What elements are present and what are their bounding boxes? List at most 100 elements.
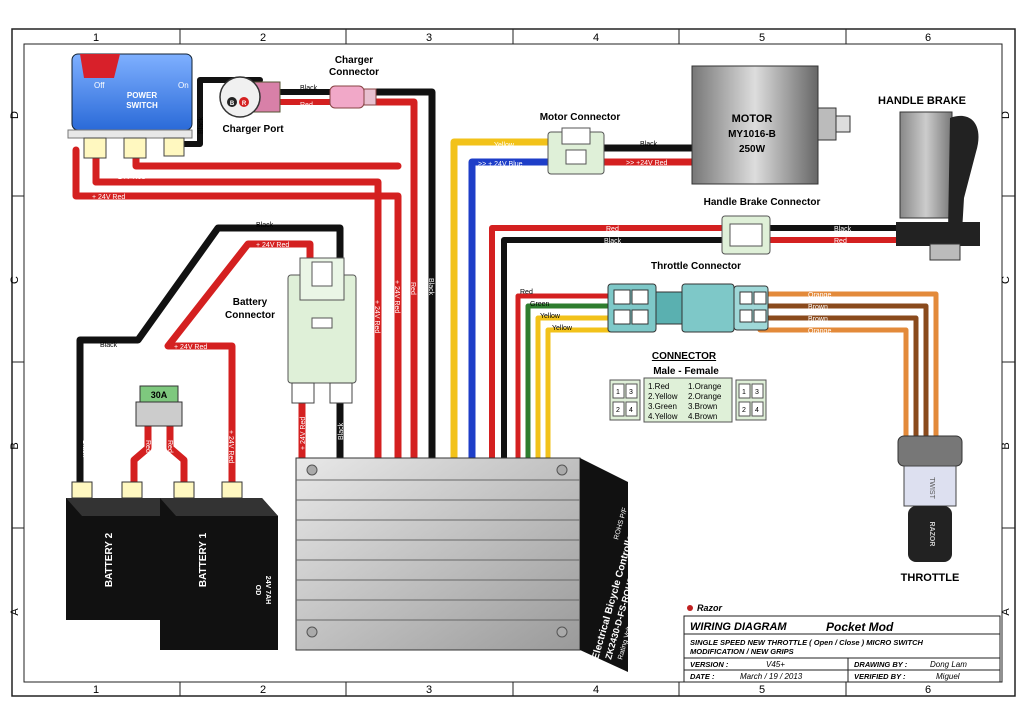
throttle: TWIST RAZOR THROTTLE	[897, 435, 963, 584]
throttle-yellow-label-1: Yellow	[540, 313, 561, 320]
battery-1-spec-1: OD	[254, 585, 261, 596]
charger-connector-label-line2: Connector	[329, 67, 379, 78]
razor-brand: Razor	[697, 603, 723, 613]
male-pin-num-3: 3	[629, 389, 633, 396]
battery-black-mid-label: Black	[100, 342, 118, 349]
grid-row-c-left: C	[9, 276, 21, 284]
verified-by-label: VERIFIED BY :	[854, 672, 906, 681]
throttle-connector-label: Throttle Connector	[651, 261, 741, 272]
drawing-by-label: DRAWING BY :	[854, 660, 908, 669]
wire-charger-red	[372, 98, 418, 462]
male-pin-num-2: 2	[616, 407, 620, 414]
grid-row-c-right: C	[1000, 276, 1012, 284]
charger-red-label: Red	[300, 102, 313, 109]
connector-key-title: CONNECTOR	[652, 351, 717, 362]
male-pin-2: 2.Yellow	[648, 392, 678, 401]
charger-black-vertical-label: Black	[427, 278, 434, 296]
throttle-orange-label-2: Orange	[808, 328, 831, 335]
grid-row-d-right: D	[1000, 111, 1012, 119]
switch-red-h-label-2: + 24V Red	[92, 194, 125, 201]
handle-brake-label: HANDLE BRAKE	[878, 95, 966, 107]
battery-red-mid-label: + 24V Red	[174, 344, 207, 351]
controller-red-in-label: + 24V Red	[300, 417, 307, 450]
controller-brake-black-label: Black	[604, 238, 622, 245]
throttle-yellow-label-2: Yellow	[552, 325, 573, 332]
female-pin-num-1: 1	[742, 389, 746, 396]
throttle-brand-label: RAZOR	[928, 522, 935, 547]
battery-1-label: BATTERY 1	[198, 532, 209, 587]
throttle-label: THROTTLE	[901, 572, 960, 584]
battery-connector-label-line1: Battery	[233, 297, 268, 308]
wire-brake-red	[489, 225, 725, 461]
fuse-red-label-1: Red	[144, 440, 151, 453]
grid-col-6-bottom: 6	[925, 684, 931, 696]
date-value: March / 19 / 2013	[740, 672, 803, 681]
motor-black-label: Black	[640, 141, 658, 148]
handle-brake-connector-label: Handle Brake Connector	[704, 197, 821, 208]
female-pin-1: 1.Orange	[688, 382, 722, 391]
battery1-red-label: + 24V Red	[227, 430, 234, 463]
title-block-desc-1: SINGLE SPEED NEW THROTTLE ( Open / Close…	[690, 638, 924, 647]
controller: Electrical Bicycle Controller ZK2430-D-F…	[295, 457, 643, 672]
male-pin-3: 3.Green	[648, 402, 677, 411]
grid-col-2-bottom: 2	[260, 684, 266, 696]
throttle-connector: Throttle Connector	[607, 261, 769, 333]
handle-brake-connector: Handle Brake Connector	[704, 197, 821, 255]
charger-connector-label-line1: Charger	[335, 55, 373, 66]
charger-red-vertical-label: Red	[409, 282, 416, 295]
brake-black-label: Black	[834, 226, 852, 233]
wire-switch-red-2	[72, 146, 402, 462]
charger-pin-r: R	[242, 101, 247, 107]
wire-battery-red	[164, 240, 314, 494]
grid-col-3-bottom: 3	[426, 684, 432, 696]
female-pin-2: 2.Orange	[688, 392, 722, 401]
female-pin-num-4: 4	[755, 407, 759, 414]
throttle-orange-label-1: Orange	[808, 292, 831, 299]
switch-label-line1: POWER	[127, 91, 157, 100]
switch-red-vertical-label-2: + 24V Red	[393, 280, 400, 313]
grid-row-a-right: A	[1000, 608, 1012, 616]
male-pin-4: 4.Yellow	[648, 412, 678, 421]
motor-connector: Motor Connector	[540, 112, 620, 175]
grid-row-d-left: D	[9, 111, 21, 119]
grid-col-6-top: 6	[925, 32, 931, 44]
date-label: DATE :	[690, 672, 715, 681]
throttle-brown-label-1: Brown	[808, 304, 828, 311]
grid-col-2-top: 2	[260, 32, 266, 44]
drawing-by-value: Dong Lam	[930, 660, 967, 669]
female-pin-4: 4.Brown	[688, 412, 717, 421]
power-switch: Off On POWER SWITCH	[67, 53, 193, 159]
switch-label-line2: SWITCH	[126, 101, 158, 110]
verified-by-value: Miguel	[936, 672, 960, 681]
male-pin-1: 1.Red	[648, 382, 669, 391]
grid-row-b-right: B	[1000, 442, 1012, 449]
grid-col-5-top: 5	[759, 32, 765, 44]
throttle-twist-label: TWIST	[928, 477, 935, 499]
battery-1-spec-2: 24V 7AH	[264, 576, 271, 604]
charger-black-label: Black	[300, 85, 318, 92]
battery-1: BATTERY 1 OD 24V 7AH	[160, 481, 278, 650]
wire-charger-black	[372, 88, 436, 462]
switch-red-vertical-label-1: + 24V Red	[373, 300, 380, 333]
grid-col-3-top: 3	[426, 32, 432, 44]
grid-row-b-left: B	[9, 442, 21, 449]
title-block-title: WIRING DIAGRAM	[690, 621, 787, 633]
battery-2: BATTERY 2	[66, 481, 176, 642]
title-block-desc-2: MODIFICATION / NEW GRIPS	[690, 647, 794, 656]
battery-connector: Battery Connector	[225, 257, 357, 404]
motor-label-line1: MOTOR	[732, 113, 773, 125]
motor-label-line3: 250W	[739, 144, 766, 155]
female-pin-num-2: 2	[742, 407, 746, 414]
wire-motor-blue	[468, 158, 552, 462]
battery-red-top-label: + 24V Red	[256, 242, 289, 249]
charger-pin-b: B	[230, 101, 235, 107]
wires	[72, 77, 939, 494]
male-pin-num-1: 1	[616, 389, 620, 396]
switch-black-wire-label: Black	[198, 116, 205, 134]
title-block: Razor WIRING DIAGRAM Pocket Mod SINGLE S…	[683, 603, 1001, 683]
wire-brake-black	[501, 237, 725, 461]
grid-col-4-bottom: 4	[593, 684, 599, 696]
grid-col-1-bottom: 1	[93, 684, 99, 696]
throttle-red-label: Red	[520, 289, 533, 296]
